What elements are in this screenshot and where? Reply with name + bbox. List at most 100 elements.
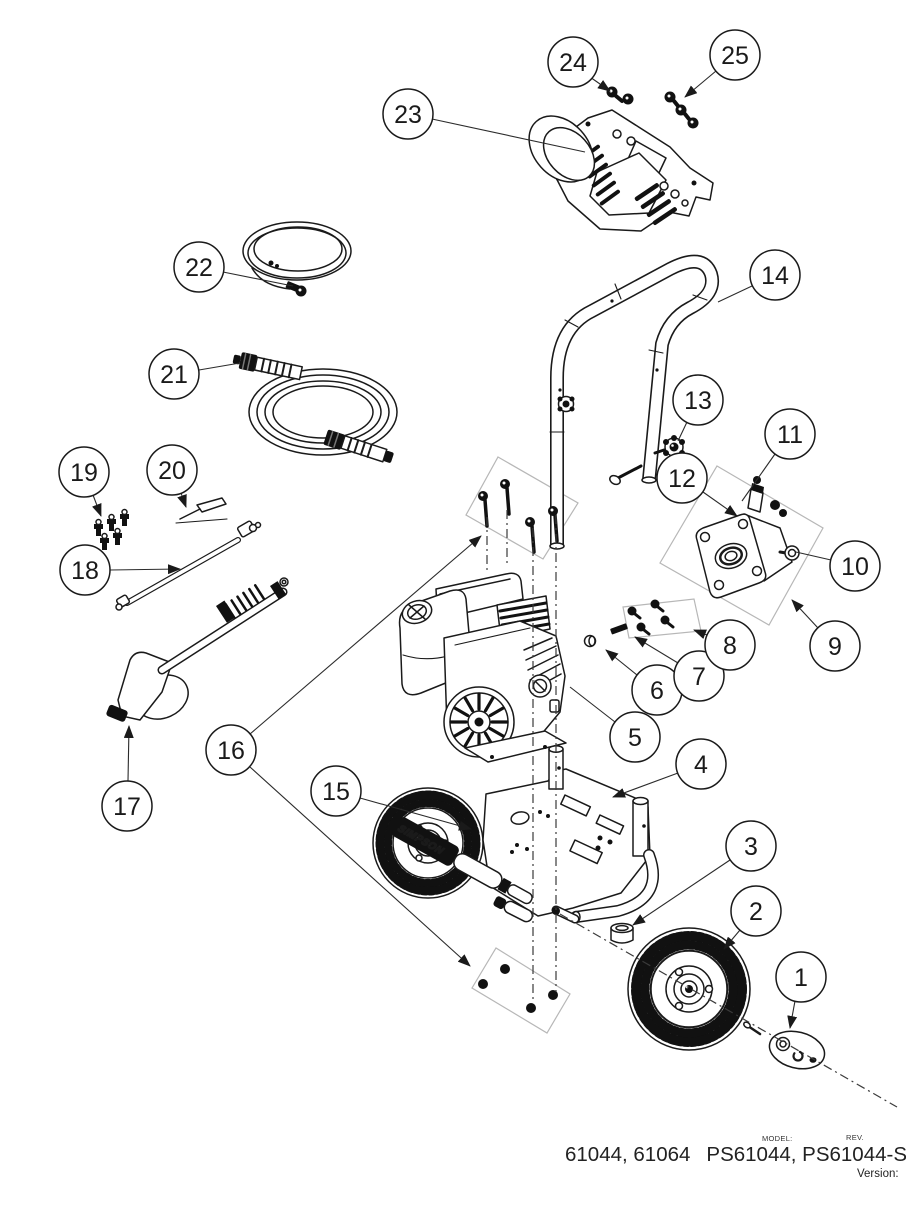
svg-text:9: 9 [828, 633, 842, 661]
callout-3: 3 [725, 820, 777, 872]
part-17-spray-gun [106, 577, 289, 722]
callout-18: 18 [59, 544, 111, 596]
leader-7 [634, 636, 679, 664]
leader-1 [787, 1000, 798, 1029]
svg-text:15: 15 [322, 778, 350, 806]
svg-text:10: 10 [841, 553, 869, 581]
svg-text:14: 14 [761, 262, 789, 290]
leader-10 [795, 551, 832, 561]
lower-nut-plate-outline [471, 947, 571, 1034]
rev-label: REV. [846, 1133, 865, 1142]
part-25-screws [664, 91, 699, 129]
callout-4: 4 [675, 738, 727, 790]
svg-text:7: 7 [692, 663, 706, 691]
callout-2: 2 [730, 885, 782, 937]
callout-8: 8 [704, 619, 756, 671]
leader-5 [569, 686, 616, 723]
svg-text:20: 20 [158, 457, 186, 485]
leader-2 [723, 929, 741, 950]
leader-3 [632, 859, 731, 926]
svg-text:18: 18 [71, 557, 99, 585]
left-handle-knob [557, 395, 575, 413]
model-numbers-right: PS61044, PS61044-S [706, 1143, 906, 1166]
axle-pin [743, 1021, 762, 1036]
svg-text:16: 16 [217, 737, 245, 765]
leader-25 [684, 70, 717, 98]
part-7-shaft-key [610, 623, 628, 635]
callout-21: 21 [148, 348, 200, 400]
callout-7: 7 [673, 650, 725, 702]
part-19-nozzle-set [94, 508, 129, 550]
leader-12 [702, 491, 738, 517]
leader-8 [693, 629, 708, 639]
callout-16: 16 [205, 724, 257, 776]
svg-text:19: 19 [70, 459, 98, 487]
svg-text:5: 5 [628, 724, 642, 752]
callout-9: 9 [809, 620, 861, 672]
svg-text:6: 6 [650, 677, 664, 705]
model-numbers-left: 61044, 61064 [565, 1143, 691, 1166]
callout-10: 10 [829, 540, 881, 592]
svg-text:2: 2 [749, 898, 763, 926]
alignment-lines [486, 510, 898, 1108]
part-5-engine [398, 572, 567, 763]
callout-23: 23 [382, 88, 434, 140]
part-21-high-pressure-hose [232, 352, 398, 463]
part-23-engine-shroud [528, 109, 714, 232]
part-2-wheel-right [627, 927, 751, 1051]
svg-text:23: 23 [394, 101, 422, 129]
callout-13: 13 [672, 374, 724, 426]
part-14-handle [549, 254, 719, 550]
leader-13 [677, 421, 688, 442]
svg-text:12: 12 [668, 465, 696, 493]
handle-bolt [609, 464, 643, 486]
version-label: Version: [857, 1168, 899, 1180]
callout-19: 19 [58, 446, 110, 498]
leader-23 [431, 118, 586, 153]
callout-11: 11 [764, 408, 816, 460]
svg-text:3: 3 [744, 833, 758, 861]
callout-15: 15 [310, 765, 362, 817]
leader-18 [109, 564, 181, 575]
leader-16a [249, 535, 482, 735]
leader-22 [222, 271, 294, 287]
part-12-pump-plate [695, 513, 767, 599]
part-22-siphon-tube [242, 221, 352, 297]
leader-19 [92, 494, 102, 517]
part-18-spray-wand [115, 520, 262, 611]
leader-15 [359, 797, 472, 831]
svg-text:11: 11 [777, 421, 803, 449]
part-20-cleaning-tool [175, 497, 228, 524]
leader-lines [92, 70, 832, 1029]
part-4-frame: SIMPSON [392, 744, 659, 924]
callout-24: 24 [547, 36, 599, 88]
part-3-rubber-foot [610, 922, 634, 944]
part-8-pump-bolts [627, 599, 675, 636]
leader-11 [741, 453, 776, 502]
svg-text:17: 17 [113, 793, 141, 821]
leader-9 [791, 599, 819, 629]
leader-17 [123, 725, 134, 782]
callout-14: 14 [749, 249, 801, 301]
pump-assembly-box [659, 465, 824, 626]
model-label: MODEL: [762, 1134, 793, 1143]
svg-text:21: 21 [160, 361, 188, 389]
callout-12: 12 [656, 452, 708, 504]
part-24-screws [606, 86, 634, 105]
part-6-pin [583, 634, 597, 648]
model-numbers: 61044, 61064 PS61044, PS61044-S [565, 1143, 906, 1167]
callout-5: 5 [609, 711, 661, 763]
leader-16b [249, 766, 471, 967]
leader-14 [717, 285, 753, 303]
svg-text:13: 13 [684, 387, 712, 415]
svg-text:8: 8 [723, 632, 737, 660]
svg-text:4: 4 [694, 751, 708, 779]
svg-text:25: 25 [721, 42, 749, 70]
leader-4 [612, 772, 679, 798]
leader-6 [605, 649, 638, 676]
svg-text:1: 1 [794, 964, 808, 992]
leader-24 [589, 76, 611, 92]
callout-6: 6 [631, 664, 683, 716]
